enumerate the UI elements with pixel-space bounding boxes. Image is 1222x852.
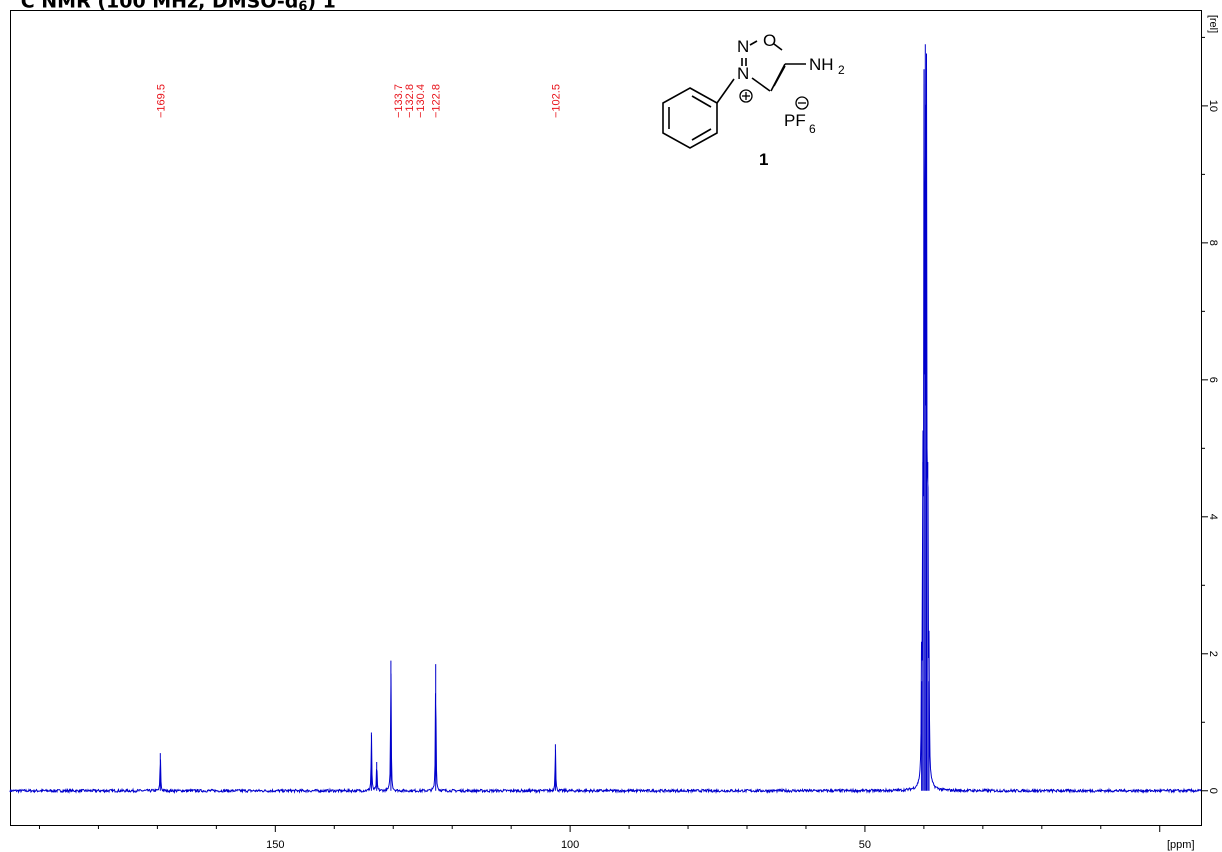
y-tick-label: 6 xyxy=(1207,377,1219,383)
atom-n-top: N xyxy=(737,37,749,56)
structure-bonds xyxy=(662,40,809,149)
chart-title: 13C NMR (100 MHz, DMSO-d6) 1 xyxy=(4,0,336,14)
atom-nh-subscript: 2 xyxy=(838,63,845,77)
chemical-structure: N O N NH 2 PF 6 1 xyxy=(662,31,845,169)
title-subscript: 6 xyxy=(298,0,308,15)
peak-labels: −169.5 −133.7−132.8−130.4 −122.8 −102.5 xyxy=(155,84,562,118)
title-end: ) 1 xyxy=(307,0,336,13)
title-isotope: 13 xyxy=(4,0,21,3)
y-tick-label: 8 xyxy=(1207,240,1219,246)
x-axis-label: [ppm] xyxy=(1167,839,1195,851)
peak-label: −130.4 xyxy=(415,84,427,118)
atom-pf: PF xyxy=(784,111,806,130)
x-tick-label: 100 xyxy=(561,839,579,851)
title-main: C NMR (100 MHz, DMSO-d xyxy=(20,0,299,13)
atom-o: O xyxy=(763,31,776,50)
atom-nh: NH xyxy=(809,55,834,74)
x-tick-label: 150 xyxy=(266,839,284,851)
y-axis-label: [rel] xyxy=(1207,15,1219,33)
spectrum-line xyxy=(9,44,1202,795)
plot-frame xyxy=(10,10,1202,826)
atom-pf-subscript: 6 xyxy=(809,122,816,136)
compound-label: 1 xyxy=(759,150,768,169)
y-tick-label: 2 xyxy=(1207,651,1219,657)
peak-label: −169.5 xyxy=(155,84,167,118)
x-tick-label: 50 xyxy=(859,839,871,851)
y-axis-ticks: 0 2 4 6 8 10 xyxy=(1201,36,1219,794)
y-tick-label: 0 xyxy=(1207,788,1219,794)
peak-label: −102.5 xyxy=(550,84,562,118)
peak-label: −122.8 xyxy=(431,84,443,118)
x-axis-ticks: 150 100 50 xyxy=(38,825,1161,851)
peak-label: −132.8 xyxy=(404,84,416,118)
atom-n-plus: N xyxy=(737,64,749,83)
peak-label: −133.7 xyxy=(393,84,405,118)
y-tick-label: 10 xyxy=(1207,100,1219,112)
y-tick-label: 4 xyxy=(1207,514,1219,520)
